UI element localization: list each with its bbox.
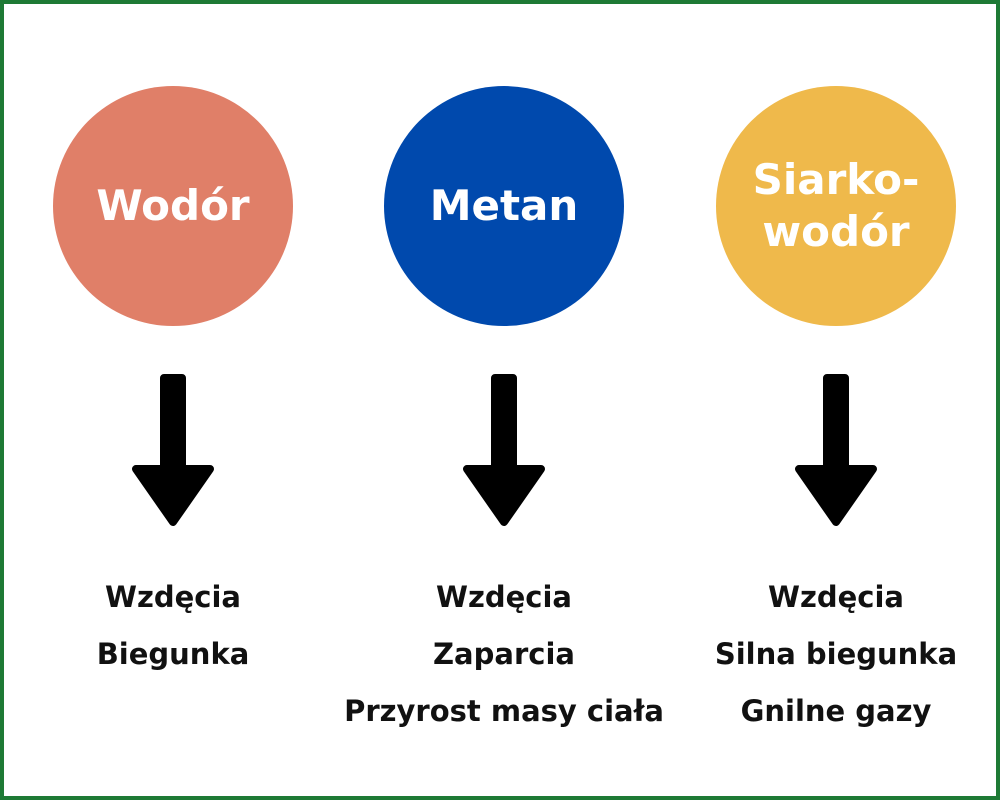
gas-column-methane: Metan Wzdęcia Zaparcia Przyrost masy cia… <box>339 4 669 804</box>
gas-circle: Siarko- wodór <box>716 86 956 326</box>
effect-item: Biegunka <box>96 637 250 671</box>
effect-item: Wzdęcia <box>436 580 572 614</box>
effect-item: Gnilne gazy <box>740 694 932 728</box>
gas-column-hydrogen-sulfide: Siarko- wodór Wzdęcia Silna biegunka Gni… <box>671 4 1000 804</box>
effects-list: Wzdęcia Biegunka <box>8 569 338 683</box>
gas-name: Siarko- wodór <box>752 155 920 256</box>
gas-circle: Wodór <box>53 86 293 326</box>
arrow-down-icon <box>463 374 545 526</box>
gas-column-hydrogen: Wodór Wzdęcia Biegunka <box>8 4 338 804</box>
gas-circle: Metan <box>384 86 624 326</box>
effect-item: Silna biegunka <box>714 637 958 671</box>
gas-name: Metan <box>429 181 579 230</box>
effect-item: Przyrost masy ciała <box>344 694 664 728</box>
gas-name: Wodór <box>96 181 250 230</box>
effects-list: Wzdęcia Zaparcia Przyrost masy ciała <box>339 569 669 740</box>
arrow-down-icon <box>132 374 214 526</box>
effect-item: Wzdęcia <box>105 580 241 614</box>
arrow-down-icon <box>795 374 877 526</box>
effects-list: Wzdęcia Silna biegunka Gnilne gazy <box>671 569 1000 740</box>
effect-item: Wzdęcia <box>768 580 904 614</box>
effect-item: Zaparcia <box>433 637 575 671</box>
